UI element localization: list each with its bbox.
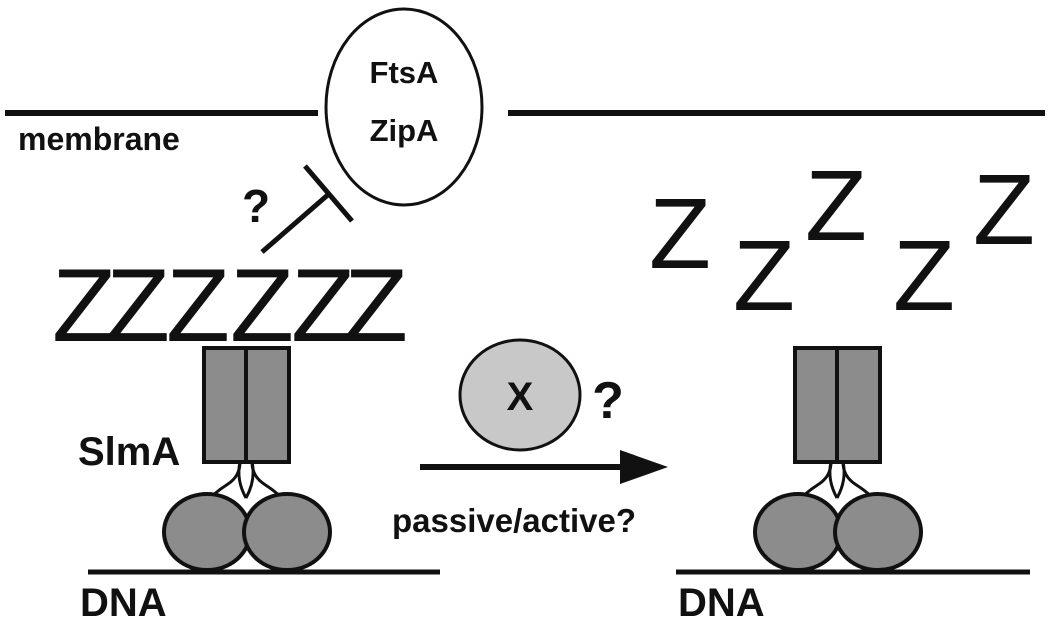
ftsz-polymer: Z Z Z Z Z Z: [52, 248, 408, 364]
ftsz-free: Z Z Z Z Z: [649, 150, 1035, 332]
ftsz-free-z: Z: [893, 220, 955, 332]
slma-label: SlmA: [78, 430, 180, 474]
ftsz-polymer-z: Z: [230, 248, 294, 364]
factor-question-mark: ?: [592, 372, 624, 430]
ftsz-polymer-z: Z: [166, 248, 230, 364]
factor-x: [458, 338, 582, 452]
slma-dimer-right: [753, 346, 923, 572]
transition-arrow-head: [620, 450, 668, 484]
ftsz-free-z: Z: [805, 150, 867, 262]
ftsz-polymer-z: Z: [106, 248, 170, 364]
slma-subunit: [835, 346, 882, 464]
slma-subunit: [202, 346, 248, 464]
ftsz-free-z: Z: [649, 178, 711, 290]
slma-dna-binding-domain: [162, 492, 252, 572]
ftsa-zipa-complex: [324, 7, 484, 207]
inhibition-question-mark: ?: [242, 180, 270, 232]
ftsz-polymer-z: Z: [291, 248, 355, 364]
factor-x-label: X: [507, 375, 534, 419]
slma-subunit: [244, 346, 291, 464]
dna-label-right: DNA: [678, 581, 765, 625]
slma-dna-binding-domain: [242, 492, 332, 572]
ftsz-free-z: Z: [733, 220, 795, 332]
ftsz-polymer-z: Z: [344, 248, 408, 364]
slma-linker: [244, 461, 255, 499]
zipa-label: ZipA: [370, 113, 439, 148]
slma-dna-binding-domain: [833, 492, 923, 572]
slma-dimer-left: [162, 346, 332, 572]
slma-linker: [828, 461, 839, 499]
transition-label: passive/active?: [392, 502, 636, 539]
slma-linker: [237, 461, 248, 499]
ftsz-free-z: Z: [973, 154, 1035, 266]
slma-linker: [835, 461, 846, 499]
membrane-label: membrane: [18, 121, 180, 157]
inhibition-arrow-shaft: [260, 191, 332, 254]
slma-dna-binding-domain: [753, 492, 843, 572]
inhibition-arrow-bar: [303, 164, 354, 223]
dna-label-left: DNA: [80, 581, 167, 625]
ftsa-label: FtsA: [370, 55, 439, 90]
slma-subunit: [793, 346, 839, 464]
ftsz-polymer-z: Z: [52, 248, 116, 364]
